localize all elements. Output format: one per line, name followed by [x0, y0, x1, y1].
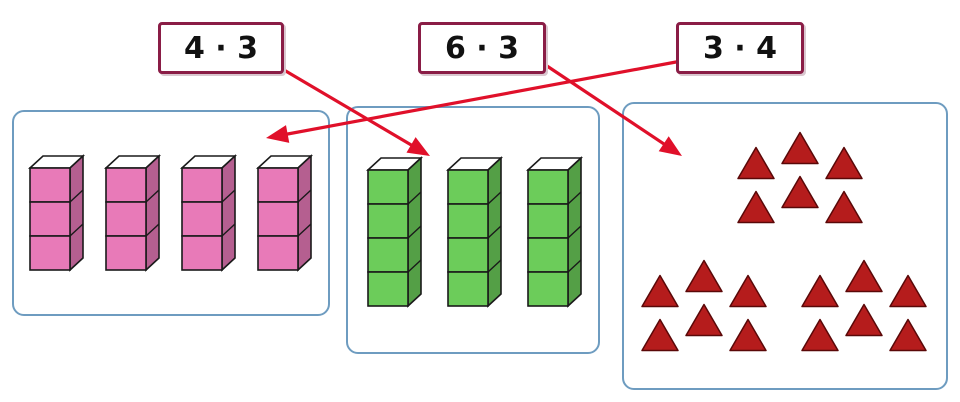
cube — [181, 201, 223, 237]
triangle-c2-4 — [641, 318, 679, 352]
pink-tower-2 — [103, 154, 162, 272]
cube — [447, 271, 489, 307]
arrow-4x3-to-green — [282, 68, 430, 156]
cube — [29, 201, 71, 237]
cube — [447, 203, 489, 239]
pink-towers-group — [27, 154, 314, 272]
cube — [181, 235, 223, 271]
pink-tower-4 — [255, 154, 314, 272]
triangle-c3-5 — [845, 303, 883, 337]
triangle-c1-3 — [825, 146, 863, 180]
green-tower-3 — [525, 156, 584, 308]
tower-side-face — [145, 154, 160, 272]
cube — [105, 201, 147, 237]
triangle-c3-6 — [889, 318, 927, 352]
green-tower-1 — [365, 156, 424, 308]
cube — [105, 167, 147, 203]
triangle-c1-6 — [825, 190, 863, 224]
pink-tower-1 — [27, 154, 86, 272]
cube — [367, 271, 409, 307]
triangle-c3-1 — [801, 274, 839, 308]
cube — [527, 169, 569, 205]
expression-card-6x3[interactable]: 6 · 3 — [418, 22, 546, 74]
arrows-group — [266, 58, 682, 156]
pink-tower-3 — [179, 154, 238, 272]
cube — [527, 237, 569, 273]
cube — [447, 169, 489, 205]
cube — [367, 237, 409, 273]
cube — [181, 167, 223, 203]
green-tower-2 — [445, 156, 504, 308]
green-towers-group — [365, 156, 584, 308]
cube — [257, 235, 299, 271]
expression-card-4x3[interactable]: 4 · 3 — [158, 22, 284, 74]
triangle-c2-5 — [685, 303, 723, 337]
cube — [367, 169, 409, 205]
triangle-c3-4 — [801, 318, 839, 352]
tower-side-face — [297, 154, 312, 272]
triangle-c2-6 — [729, 318, 767, 352]
tower-side-face — [69, 154, 84, 272]
triangle-c3-3 — [889, 274, 927, 308]
cube — [29, 235, 71, 271]
triangle-c2-1 — [641, 274, 679, 308]
triangle-c1-4 — [737, 190, 775, 224]
expression-card-3x4[interactable]: 3 · 4 — [676, 22, 804, 74]
cube — [29, 167, 71, 203]
arrow-3x4-to-pink — [266, 60, 678, 143]
cube — [105, 235, 147, 271]
tower-side-face — [221, 154, 236, 272]
triangle-c2-3 — [729, 274, 767, 308]
triangle-c1-1 — [737, 146, 775, 180]
cube — [257, 167, 299, 203]
triangle-c1-2 — [781, 131, 819, 165]
triangles-group — [641, 131, 927, 352]
cube — [367, 203, 409, 239]
triangle-c2-2 — [685, 259, 723, 293]
cube — [257, 201, 299, 237]
cube — [527, 271, 569, 307]
triangle-c1-5 — [781, 175, 819, 209]
arrow-6x3-to-triangles — [536, 58, 682, 156]
triangle-c3-2 — [845, 259, 883, 293]
cube — [447, 237, 489, 273]
cube — [527, 203, 569, 239]
